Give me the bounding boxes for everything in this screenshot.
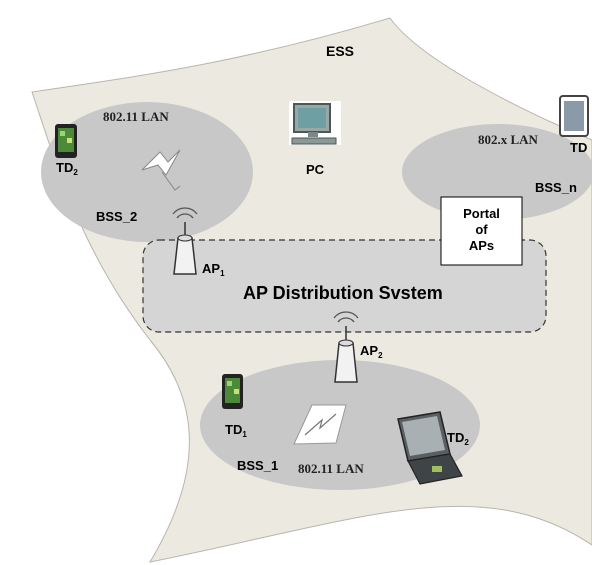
tablet-icon — [559, 95, 589, 137]
ap-2-label: AP2 — [360, 343, 383, 360]
portal-box — [440, 196, 523, 266]
wireless-lightning-icon — [141, 149, 181, 191]
bss-n-ellipse — [402, 124, 592, 220]
access-point-icon — [333, 311, 359, 383]
td-bss-n-label: TD — [570, 140, 587, 155]
wireless-lightning-icon — [293, 404, 347, 445]
pc-icon — [289, 101, 341, 145]
td-2-bss-2-label: TD2 — [56, 160, 78, 177]
phone-icon — [55, 124, 77, 158]
access-point-icon — [172, 207, 198, 275]
td-1-subscript: 1 — [242, 430, 247, 439]
pc-label: PC — [306, 162, 325, 177]
td-2-bss-1-text: TD — [447, 430, 464, 445]
bss-n-lan-label: 802.x LAN — [478, 132, 539, 147]
portal-line: Portal — [463, 206, 500, 221]
ap-1-text: AP — [202, 261, 220, 276]
td-2-bss-1-label: TD2 — [447, 430, 469, 447]
bss-n-name: BSS_n — [535, 180, 577, 195]
td-1-text: TD — [225, 422, 242, 437]
bss-2-ellipse — [41, 102, 253, 242]
laptop-icon — [397, 411, 463, 485]
portal-line: APs — [468, 238, 495, 253]
ap-2-text: AP — [360, 343, 378, 358]
ess-label: ESS — [326, 43, 354, 59]
td-1-label: TD1 — [225, 422, 247, 439]
bss-2-name: BSS_2 — [96, 209, 137, 224]
td-2-bss-2-subscript: 2 — [73, 168, 78, 177]
td-2-bss-1-subscript: 2 — [464, 438, 469, 447]
ap-1-subscript: 1 — [220, 269, 225, 278]
portal-line: of — [475, 222, 488, 237]
td-2-bss-2-text: TD — [56, 160, 73, 175]
ap-1-label: AP1 — [202, 261, 225, 278]
portal-label: Portal of APs — [441, 206, 522, 254]
phone-icon — [222, 374, 243, 409]
bss-1-lan-label: 802.11 LAN — [298, 461, 364, 476]
distribution-system-label: AP Distribution Svstem — [243, 283, 443, 303]
bss-2-lan-label: 802.11 LAN — [103, 109, 169, 124]
bss-1-name: BSS_1 — [237, 458, 278, 473]
ap-2-subscript: 2 — [378, 351, 383, 360]
